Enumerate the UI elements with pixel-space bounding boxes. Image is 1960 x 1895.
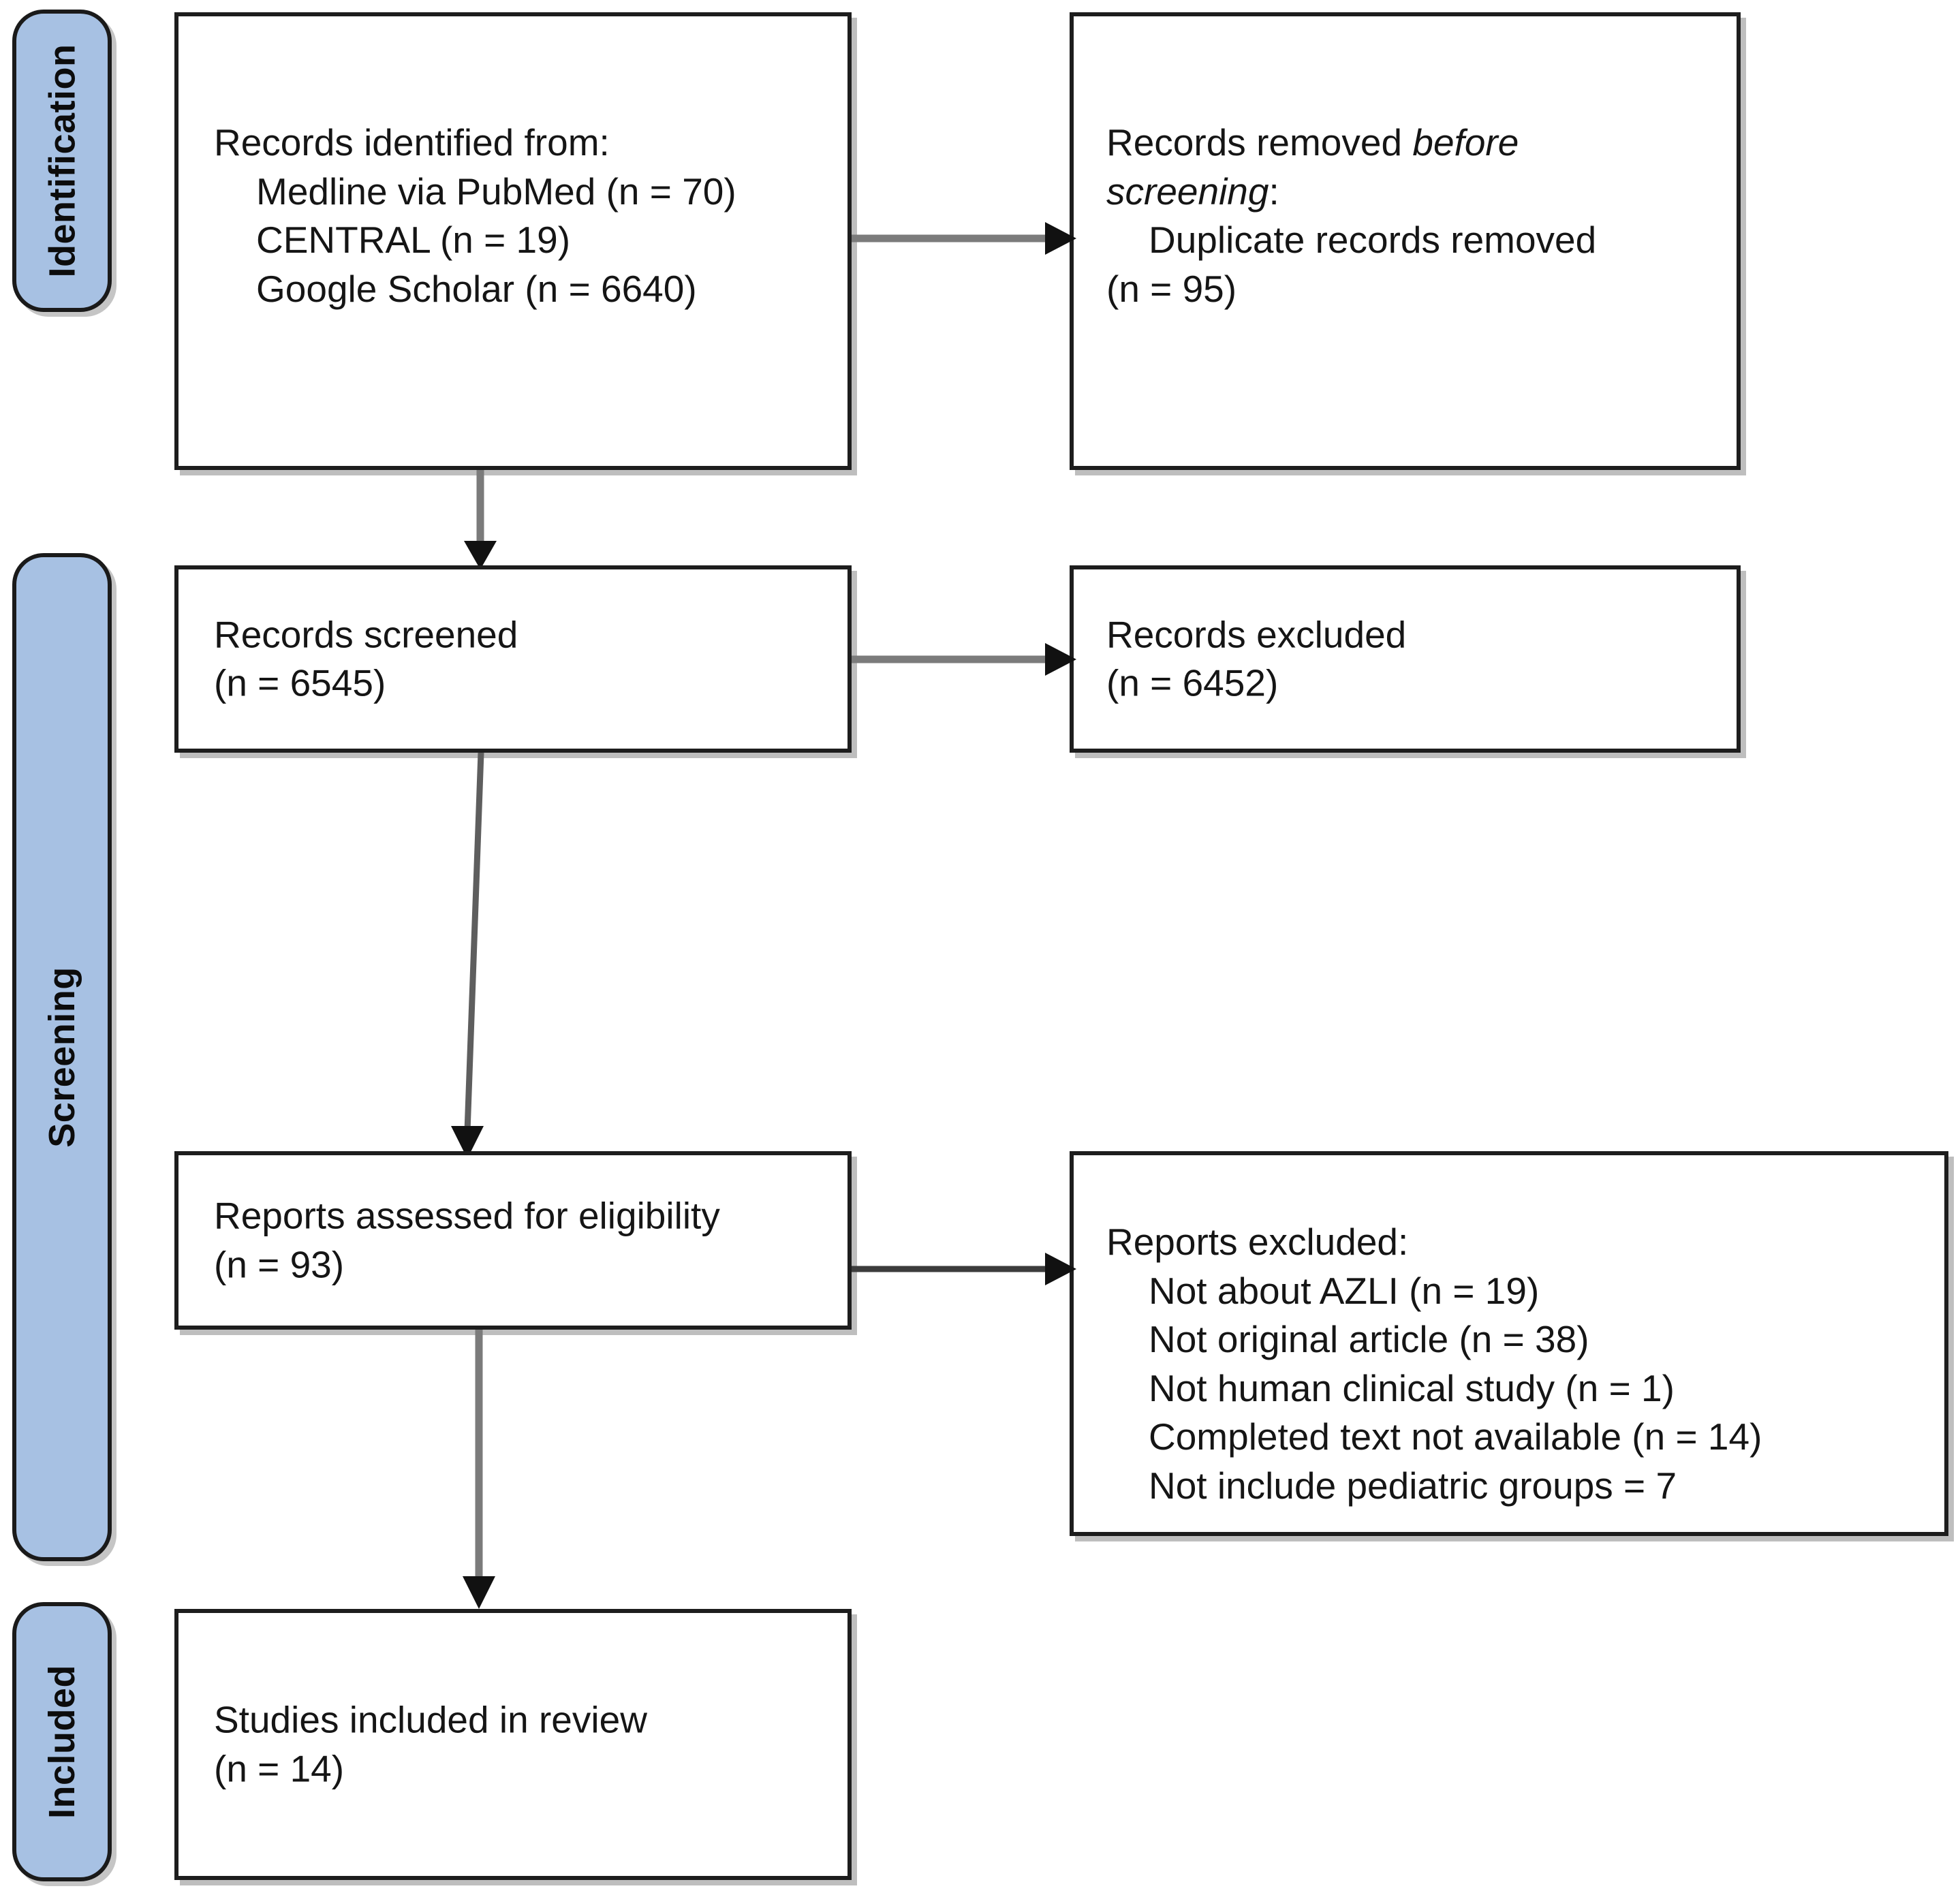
records-removed-heading-line-2: screening: [1106,168,1723,217]
reports-assessed-heading: Reports assessed for eligibility [214,1194,720,1237]
phase-bar-identification: Identification [12,10,112,312]
reports-excluded-heading: Reports excluded: [1106,1221,1409,1263]
reports-excluded-text: Reports excluded: Not about AZLI (n = 19… [1106,1218,1931,1510]
arrow-screened-to-excluded [852,640,1076,678]
records-removed-heading-line-1: Records removed before [1106,119,1723,168]
records-excluded-count: (n = 6452) [1106,661,1279,704]
records-removed-heading-colon: : [1269,170,1279,213]
records-screened-heading: Records screened [214,613,518,655]
records-identified-text: Records identified from: Medline via Pub… [214,119,834,313]
phase-bar-screening: Screening [12,553,112,1561]
records-identified-source-1: Medline via PubMed (n = 70) [256,170,736,213]
studies-included-text: Studies included in review (n = 14) [214,1696,834,1794]
records-screened-text: Records screened (n = 6545) [214,610,834,708]
phase-label-screening: Screening [42,967,82,1148]
records-screened-count: (n = 6545) [214,661,386,704]
records-excluded-heading: Records excluded [1106,613,1407,655]
records-excluded-text: Records excluded (n = 6452) [1106,610,1723,708]
reports-excluded-reason-5: Not include pediatric groups = 7 [1149,1464,1677,1507]
arrow-assessed-to-reports-excluded [852,1250,1076,1288]
arrow-screened-to-reports-assessed [443,752,504,1159]
arrow-assessed-to-studies-included [455,1330,503,1609]
phase-label-identification: Identification [42,44,82,278]
arrow-identified-to-screened [456,470,504,569]
records-removed-item-1: Duplicate records removed [1149,219,1597,261]
records-removed-heading-emphasis-screening: screening [1106,170,1269,213]
reports-excluded-reason-1: Not about AZLI (n = 19) [1149,1269,1540,1312]
box-studies-included: Studies included in review (n = 14) [174,1609,852,1880]
box-records-identified: Records identified from: Medline via Pub… [174,12,852,470]
records-removed-heading-plain: Records removed [1106,121,1413,163]
reports-excluded-reason-2: Not original article (n = 38) [1149,1318,1589,1360]
records-identified-source-3: Google Scholar (n = 6640) [256,267,697,310]
reports-assessed-text: Reports assessed for eligibility (n = 93… [214,1192,834,1289]
records-removed-text: Records removed before screening: Duplic… [1106,119,1723,313]
box-reports-excluded: Reports excluded: Not about AZLI (n = 19… [1070,1151,1948,1536]
phase-bar-included: Included [12,1602,112,1881]
studies-included-count: (n = 14) [214,1747,345,1789]
reports-assessed-count: (n = 93) [214,1243,345,1285]
reports-excluded-reason-3: Not human clinical study (n = 1) [1149,1366,1675,1409]
records-identified-source-2: CENTRAL (n = 19) [256,219,571,261]
studies-included-heading: Studies included in review [214,1698,647,1741]
reports-excluded-reason-4: Completed text not available (n = 14) [1149,1415,1762,1458]
arrow-identified-to-removed [852,219,1076,257]
records-removed-count: (n = 95) [1106,267,1237,310]
records-identified-heading: Records identified from: [214,121,610,163]
records-removed-heading-emphasis-before: before [1412,121,1519,163]
box-records-screened: Records screened (n = 6545) [174,565,852,753]
phase-label-included: Included [42,1664,83,1819]
box-records-removed: Records removed before screening: Duplic… [1070,12,1741,470]
box-reports-assessed: Reports assessed for eligibility (n = 93… [174,1151,852,1330]
box-records-excluded: Records excluded (n = 6452) [1070,565,1741,753]
